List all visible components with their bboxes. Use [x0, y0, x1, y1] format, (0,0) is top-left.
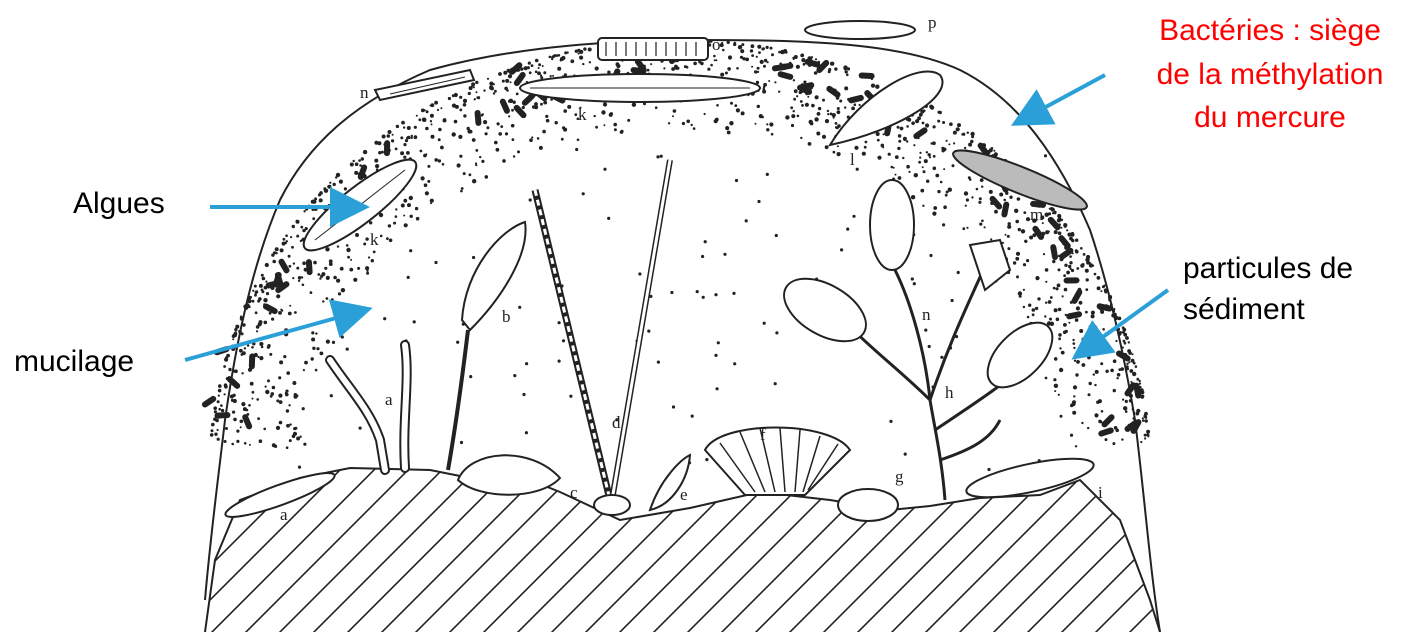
letter-b: b — [502, 307, 511, 326]
alga-f-fan — [705, 428, 850, 496]
letter-c: c — [570, 483, 578, 502]
label-bacteries-3: du mercure — [1130, 100, 1410, 136]
letter-i: i — [1098, 483, 1103, 502]
substrate-hatching — [0, 440, 1424, 632]
letter-n: n — [360, 83, 369, 102]
label-particules-1: particules de — [1183, 252, 1353, 286]
sediment-particles — [210, 38, 1150, 471]
letter-p: p — [928, 13, 937, 32]
letter-g: g — [895, 467, 904, 486]
letter-d: d — [612, 413, 621, 432]
alga-d-filaments — [535, 160, 670, 515]
arrow-mucilage — [185, 310, 365, 360]
alga-i — [964, 451, 1097, 505]
letter-l: l — [850, 150, 855, 169]
letter-a: a — [280, 505, 288, 524]
label-bacteries-1: Bactéries : siège — [1130, 13, 1410, 49]
letter-a: a — [385, 390, 393, 409]
letter-m: m — [1030, 205, 1043, 224]
letter-e: e — [680, 485, 688, 504]
label-particules-2: sédiment — [1183, 293, 1305, 327]
letter-n: n — [922, 305, 931, 324]
arrow-bacteries — [1018, 75, 1105, 122]
alga-o-top — [598, 38, 708, 60]
label-mucilage: mucilage — [14, 345, 134, 379]
letter-k: k — [578, 105, 587, 124]
letter-k: k — [370, 230, 379, 249]
alga-n-top — [375, 70, 474, 100]
label-algues: Algues — [73, 187, 165, 221]
alga-g — [838, 489, 898, 521]
letter-h: h — [945, 383, 954, 402]
letter-f: f — [760, 425, 766, 444]
alga-k-upper — [520, 74, 760, 102]
alga-p-top — [805, 21, 915, 39]
alga-a-stalks — [330, 345, 407, 470]
arrow-particules — [1078, 290, 1168, 355]
alga-c — [458, 455, 560, 494]
alga-b — [448, 222, 526, 470]
letter-o: o — [712, 35, 721, 54]
label-bacteries-2: de la méthylation — [1130, 57, 1410, 93]
